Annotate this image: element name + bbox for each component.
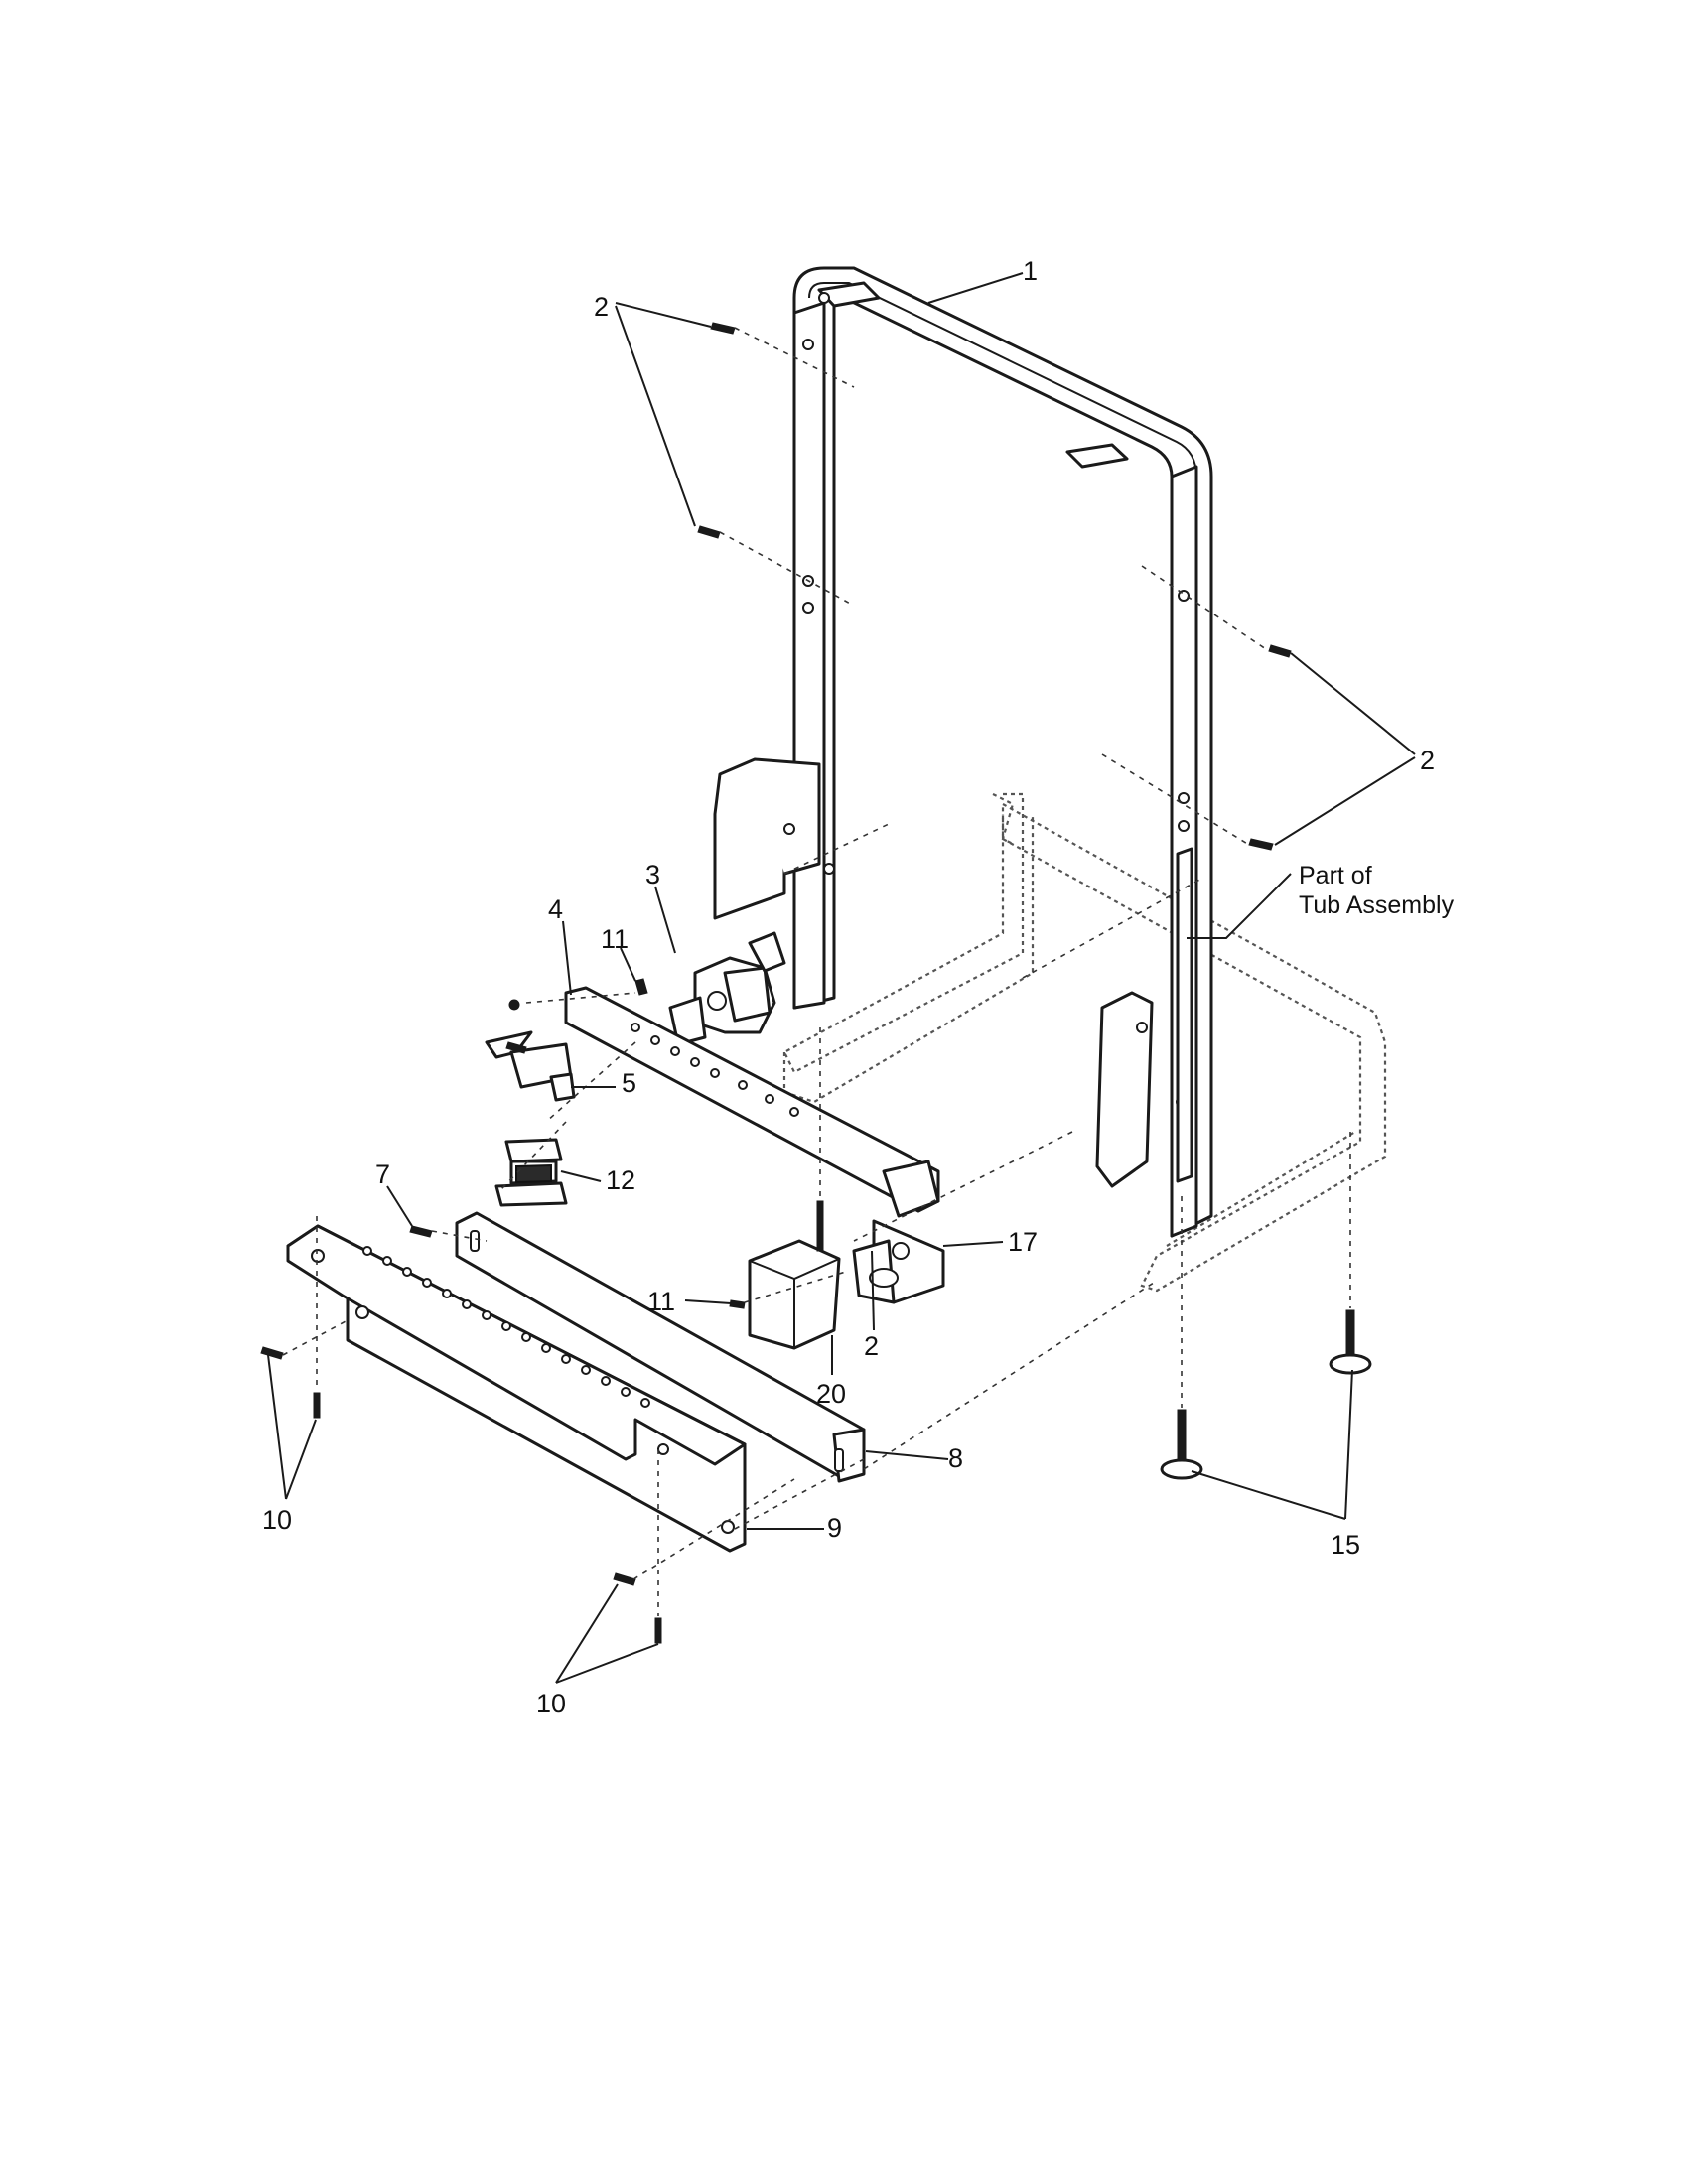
callout-9: 9: [827, 1513, 842, 1543]
callout-1: 1: [1023, 256, 1038, 286]
callout-2-bottom: 2: [864, 1331, 879, 1361]
part-20-box: [748, 1200, 841, 1350]
note-tub-assembly: Tub Assembly: [1299, 891, 1455, 919]
callout-10-bottom: 10: [536, 1689, 566, 1718]
callout-5: 5: [622, 1068, 636, 1098]
part-5-switch: [485, 1030, 576, 1102]
callout-15: 15: [1331, 1530, 1360, 1560]
part-15-legs: [1160, 1309, 1372, 1480]
callout-3: 3: [645, 860, 660, 889]
callout-8: 8: [948, 1443, 963, 1473]
leader-lines: [267, 272, 1416, 1684]
note-part-of: Part of: [1299, 862, 1372, 889]
part-9-toe-plate: [286, 1224, 747, 1553]
tub-assembly-outline: [782, 792, 1387, 1293]
callout-10-left: 10: [262, 1505, 292, 1535]
callout-7: 7: [375, 1160, 390, 1189]
part-4-bracket: [564, 986, 940, 1218]
part-3-mechanism: [668, 931, 786, 1046]
callout-20: 20: [816, 1379, 846, 1409]
part-17-bracket: [852, 1219, 945, 1304]
callout-11-upper: 11: [601, 924, 629, 954]
callout-12: 12: [606, 1165, 635, 1195]
callout-17: 17: [1008, 1227, 1038, 1257]
callout-2-top: 2: [594, 292, 609, 322]
door-frame: [713, 266, 1213, 1238]
callout-11-lower: 11: [647, 1287, 675, 1316]
callout-labels: 1 2 2 2 3 4 5 7 8 9 10 10 11 11 12 15 17…: [262, 256, 1455, 1718]
alignment-lines: [282, 327, 1351, 1616]
callout-2-right: 2: [1420, 746, 1435, 775]
part-12-relay: [494, 1138, 568, 1207]
screws: [260, 322, 1292, 1644]
callout-4: 4: [548, 894, 563, 924]
